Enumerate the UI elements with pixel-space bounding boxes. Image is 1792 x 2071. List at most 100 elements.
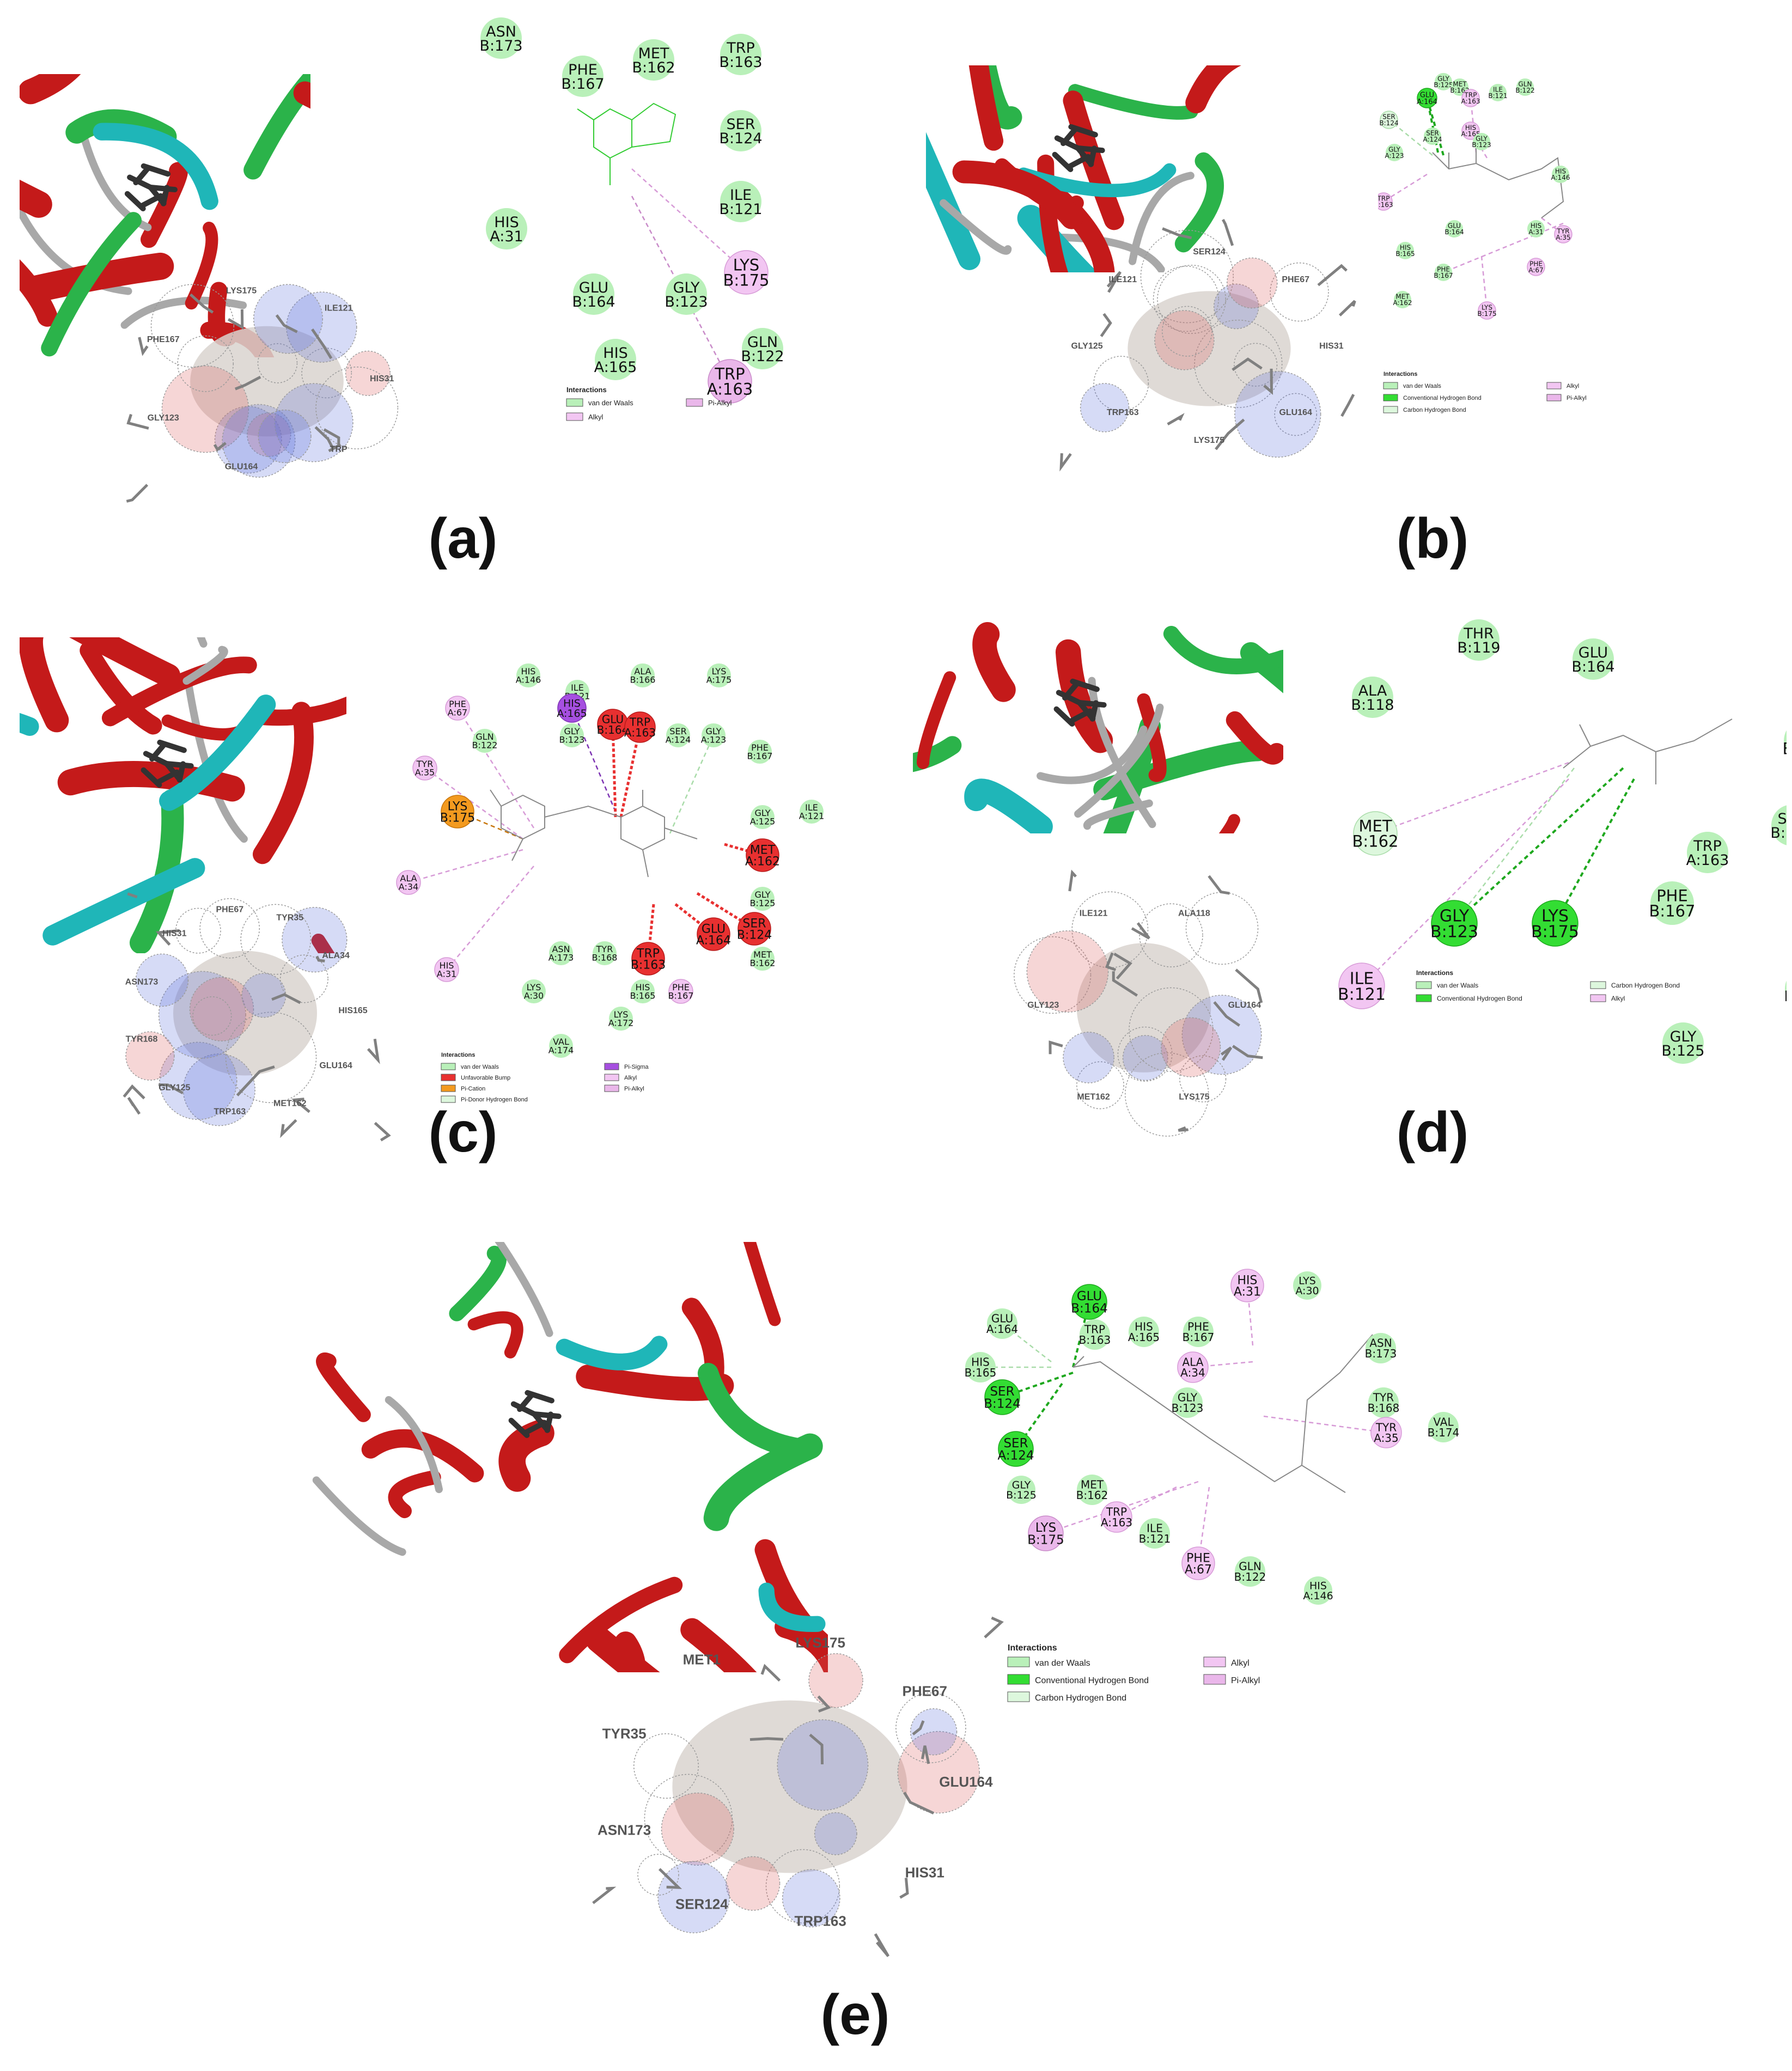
residue-disc <box>1662 1022 1704 1064</box>
residue-name: GLY <box>564 726 580 736</box>
residue-name: TRP <box>726 40 755 57</box>
ribbon-segment <box>20 259 58 327</box>
structure-residue-label: MET162 <box>273 1099 307 1108</box>
residue-disc <box>1554 225 1572 243</box>
side-chain <box>912 1720 925 1735</box>
legend-label: Alkyl <box>588 413 604 421</box>
residue-name: SER <box>1778 811 1787 827</box>
panel-d-interaction-map: THRB:119GLUB:164ALAB:118TRPB:163METB:162… <box>1338 619 1787 1064</box>
residue-disc <box>1532 900 1578 947</box>
panel-b-surface-view: HIS31GLU164LYS175TRP163GLY125ILE121SER12… <box>1059 218 1356 472</box>
residue-chain: A:163 <box>1686 852 1729 869</box>
residue-chain: A:173 <box>548 953 574 963</box>
mesh-sphere <box>1080 383 1130 433</box>
legend-label: van der Waals <box>588 399 633 407</box>
side-chain <box>903 1792 935 1815</box>
residue-disc <box>445 696 470 721</box>
residue-name: GLY <box>1437 75 1449 83</box>
residue-disc <box>631 942 665 976</box>
structure-residue-label: TRP163 <box>214 1107 246 1116</box>
residue-chain: A:164 <box>696 934 731 948</box>
residue-disc <box>1101 1501 1132 1533</box>
mesh-sphere <box>175 907 221 954</box>
residue-disc <box>965 1352 996 1382</box>
ribbon-segment <box>1037 726 1148 784</box>
residue-name: ILE <box>571 683 584 693</box>
legend-swatch <box>604 1074 619 1081</box>
residue-chain: A:164 <box>986 1323 1018 1336</box>
panel-c-surface-view: HIS165GLU164MET162TRP163GLY125TYR168ASN1… <box>123 892 391 1142</box>
residue-disc <box>1478 301 1496 320</box>
residue-chain: B:166 <box>630 675 656 685</box>
interaction-line <box>571 708 617 812</box>
residue-chain: B:123 <box>1172 1402 1204 1415</box>
residue-disc <box>1378 192 1393 211</box>
ribbon-segment <box>1068 84 1198 120</box>
structure-residue-label: PHE167 <box>147 335 180 344</box>
residue-chain: B:125 <box>1434 81 1453 89</box>
legend-label: Carbon Hydrogen Bond <box>1403 407 1466 413</box>
residue-chain: B:164 <box>1571 659 1614 675</box>
interaction-line <box>1002 1323 1052 1362</box>
legend-label: Pi-Cation <box>461 1086 485 1092</box>
structure-residue-label: LYS175 <box>1194 436 1224 445</box>
residue-chain: B:123 <box>559 735 585 745</box>
ribbon-segment <box>1185 65 1241 114</box>
pocket-surface <box>1076 943 1211 1073</box>
interaction-line <box>457 811 523 840</box>
ligand-stick <box>139 193 163 209</box>
interaction-line <box>1443 222 1564 273</box>
residue-disc <box>573 273 614 315</box>
residue-name: ALA <box>400 873 417 884</box>
residue-disc <box>1431 900 1478 947</box>
residue-name: LYS <box>1482 304 1492 312</box>
residue-name: TYR <box>416 759 434 769</box>
mesh-sphere <box>222 404 296 478</box>
residue-chain: B:162 <box>632 59 675 76</box>
side-chain <box>1049 1040 1063 1055</box>
residue-disc <box>800 800 824 824</box>
ligand-bond <box>577 108 594 120</box>
pocket-surface <box>672 1700 907 1873</box>
residue-disc <box>1230 1269 1264 1302</box>
residue-disc <box>1394 291 1411 308</box>
ribbon-segment <box>556 1336 668 1370</box>
structure-residue-label: ASN173 <box>125 977 159 986</box>
residue-name: GLN <box>476 732 493 742</box>
ligand-stick <box>508 1417 530 1438</box>
ribbon-segment <box>498 1419 554 1492</box>
mesh-sphere <box>150 284 235 368</box>
residue-chain: B:162 <box>1352 832 1398 851</box>
residue-disc <box>1461 121 1480 140</box>
residue-name: HIS <box>1400 244 1411 252</box>
side-chain <box>1100 313 1112 337</box>
residue-disc <box>593 941 617 965</box>
residue-name: MET <box>638 45 669 62</box>
mesh-sphere <box>765 1849 840 1924</box>
ribbon-segment <box>80 641 162 735</box>
side-chain <box>1235 969 1263 1003</box>
structure-residue-label: MET162 <box>1077 1092 1110 1101</box>
ligand-stick <box>149 742 167 762</box>
residue-disc <box>987 1308 1017 1339</box>
panel-e-surface-view: GLU164HIS31TRP163SER124ASN173TYR35MET1LY… <box>592 1616 1004 1957</box>
ligand-stick <box>1077 700 1107 708</box>
residue-disc <box>1552 166 1569 183</box>
mesh-sphere <box>1014 936 1092 1014</box>
mesh-sphere <box>240 904 312 975</box>
side-chain <box>1113 952 1132 980</box>
